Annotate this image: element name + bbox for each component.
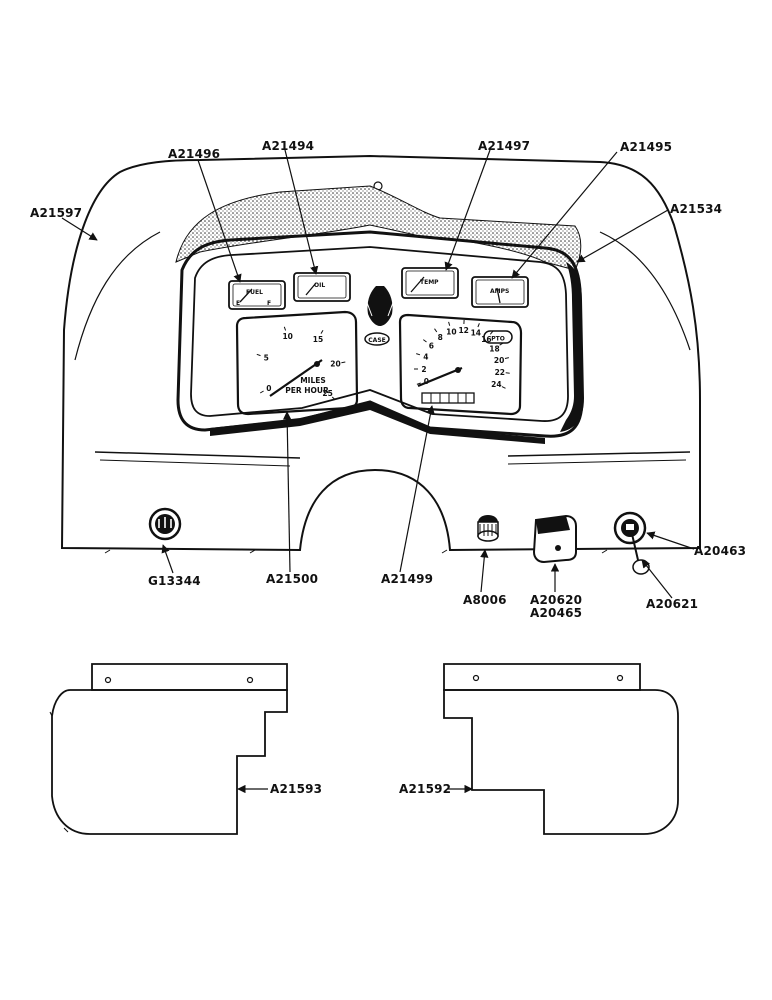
tachometer: 024681012141618202224 PTO <box>398 313 523 416</box>
tachometer-tick-mark <box>416 353 421 356</box>
speedometer-tick-mark <box>331 396 336 400</box>
hour-meter <box>421 392 475 404</box>
switch-a20620 <box>532 514 577 564</box>
speedometer-tick-mark <box>341 361 346 364</box>
tachometer-tick-label: 20 <box>494 356 504 365</box>
knob-a8006 <box>477 515 499 542</box>
dash-panel <box>60 154 701 554</box>
callout-a21534: A21534 <box>670 202 722 216</box>
oil-gauge-label: OIL <box>314 282 325 289</box>
speedometer-tick-label: 20 <box>330 360 340 369</box>
svg-text:F: F <box>267 300 271 307</box>
brand-label: CASE <box>368 337 385 344</box>
tachometer-needle <box>417 366 463 388</box>
tachometer-tick-label: 24 <box>491 380 501 389</box>
speedometer-tick-label: 5 <box>264 354 269 363</box>
callout-labels: A21597 A21496 A21494 A21497 A21495 A2153… <box>30 139 746 796</box>
callout-a20621: A20621 <box>646 597 698 611</box>
leader-lines <box>61 149 695 794</box>
callout-a21592: A21592 <box>399 782 451 796</box>
speedometer-tick-label: 25 <box>322 389 332 398</box>
callout-a20620: A20620 <box>530 593 582 607</box>
speedometer-tick-mark <box>283 326 287 331</box>
bracket-a21592 <box>443 663 679 835</box>
light-switch-g13344 <box>148 507 182 541</box>
callout-a20463: A20463 <box>694 544 746 558</box>
speedometer-tick-label: 15 <box>313 335 323 344</box>
tachometer-tick-label: 12 <box>458 326 468 335</box>
speedometer-scale: 0 5 10 15 20 25 <box>256 326 346 400</box>
callout-a21593: A21593 <box>270 782 322 796</box>
temp-gauge: TEMP <box>401 267 459 299</box>
tachometer-tick-label: 16 <box>481 335 491 344</box>
callout-a21500: A21500 <box>266 572 318 586</box>
speedometer-tick-mark <box>259 390 264 394</box>
fuel-gauge-label: FUEL <box>246 289 263 296</box>
case-emblem: CASE <box>364 286 395 346</box>
speedometer-unit-line2: PER HOUR <box>285 386 329 395</box>
tachometer-tick-mark <box>434 328 438 333</box>
callout-a21496: A21496 <box>168 147 220 161</box>
tachometer-tick-label: 10 <box>446 328 456 337</box>
fuel-gauge: FUEL E F <box>228 280 286 310</box>
speedometer-tick-label: 10 <box>282 332 292 341</box>
callout-a21499: A21499 <box>381 572 433 586</box>
tachometer-tick-mark <box>448 321 451 326</box>
speedometer-tick-mark <box>320 329 324 334</box>
callout-a20465: A20465 <box>530 606 582 620</box>
callout-a21597: A21597 <box>30 206 82 220</box>
oil-gauge: OIL <box>293 272 351 302</box>
tachometer-tick-label: 4 <box>423 353 428 362</box>
speedometer-needle <box>269 359 323 397</box>
speedometer-tick-label: 0 <box>266 384 271 393</box>
callout-g13344: G13344 <box>148 574 201 588</box>
speedometer-tick-mark <box>256 353 261 357</box>
bracket-a21593 <box>49 663 288 835</box>
tachometer-tick-label: 22 <box>495 368 505 377</box>
tachometer-tick-mark <box>504 357 510 359</box>
amps-gauge: AMPS <box>471 276 529 308</box>
callout-a21495: A21495 <box>620 140 672 154</box>
tachometer-tick-mark <box>477 323 480 328</box>
ignition-switch-a20463 <box>613 511 650 575</box>
callout-a21497: A21497 <box>478 139 530 153</box>
tachometer-tick-label: 6 <box>429 342 434 351</box>
tachometer-scale: 024681012141618202224 <box>414 319 510 389</box>
callout-a21494: A21494 <box>262 139 314 153</box>
tachometer-tick-label: 8 <box>438 333 443 342</box>
callout-a8006: A8006 <box>463 593 507 607</box>
tachometer-tick-label: 2 <box>421 365 426 374</box>
tachometer-tick-mark <box>501 386 506 389</box>
speedometer-unit-line1: MILES <box>300 376 326 385</box>
tachometer-tick-label: 14 <box>471 329 481 338</box>
pto-badge: PTO <box>491 336 505 343</box>
speedometer: 0 5 10 15 20 25 MILES PER HOUR <box>235 310 359 416</box>
svg-text:E: E <box>236 300 240 307</box>
tachometer-tick-mark <box>422 339 427 343</box>
tachometer-tick-mark <box>416 382 421 385</box>
tachometer-tick-label: 18 <box>489 344 499 353</box>
amps-gauge-label: AMPS <box>490 288 509 295</box>
temp-gauge-label: TEMP <box>420 279 439 286</box>
